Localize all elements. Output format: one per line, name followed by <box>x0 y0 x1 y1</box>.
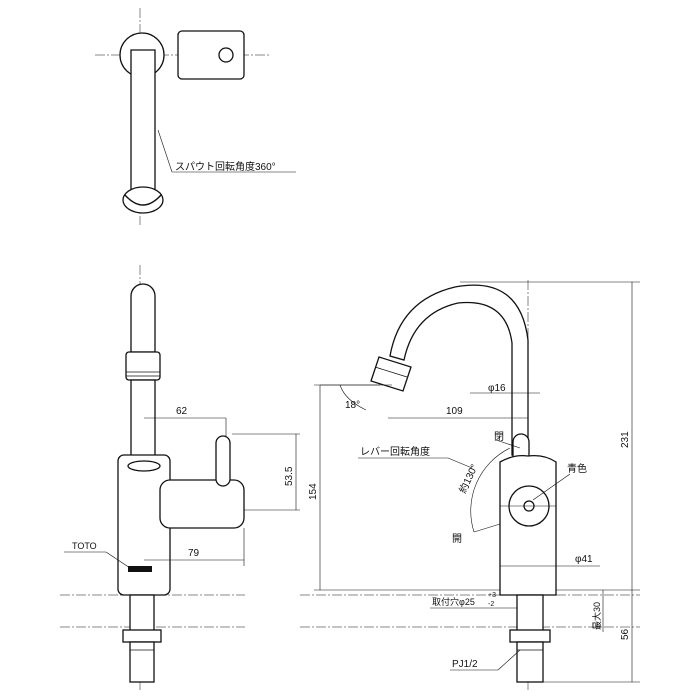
front-view: 18° φ16 109 154 231 レバー回転角度 約130° 閉 開 青色 <box>300 280 640 690</box>
top-view-lever-hole <box>218 47 234 63</box>
dim-max30-label: 最大30 <box>591 602 602 630</box>
dim-phi41-label: φ41 <box>575 554 593 565</box>
spout-rotation-leader <box>157 129 173 173</box>
top-view: スパウト回転角度360° <box>95 8 296 225</box>
front-view-aerator <box>370 356 412 392</box>
front-view-shank <box>516 594 544 634</box>
mount-hole-tol-minus: -2 <box>488 601 494 608</box>
dim-56-label: 56 <box>620 628 631 640</box>
toto-callout-label: TOTO <box>72 541 97 551</box>
lever-open-label: 開 <box>452 533 462 545</box>
dim-154-label: 154 <box>308 483 319 500</box>
blue-label-leader <box>532 473 571 501</box>
top-view-spout <box>130 49 156 203</box>
lever-rotation-note: レバー回転角度 <box>360 445 430 458</box>
side-view-spout-upper <box>130 283 156 353</box>
front-view-nut <box>509 629 551 643</box>
toto-callout-leader <box>105 551 131 569</box>
dim-62-label: 62 <box>176 406 188 417</box>
thread-callout-leader <box>497 649 521 671</box>
dim-phi16-label: φ16 <box>488 383 506 394</box>
top-view-handle-block <box>177 30 245 80</box>
side-view: 62 53.5 79 TOTO <box>60 265 300 690</box>
top-view-outlet <box>122 186 164 214</box>
side-view-handle <box>159 479 245 529</box>
dim-231-label: 231 <box>620 431 631 448</box>
side-view-lever <box>215 435 231 487</box>
mount-hole-label: 取付穴φ25 <box>432 596 475 607</box>
top-view-outlet-rim <box>124 194 162 206</box>
spout-rotation-note: スパウト回転角度360° <box>175 160 276 173</box>
side-view-thread <box>129 641 155 683</box>
dim-18-label: 18° <box>345 400 360 411</box>
front-view-gooseneck <box>389 284 529 456</box>
lever-closed-label: 閉 <box>494 431 504 443</box>
mount-hole-tol-plus: +3 <box>488 592 496 599</box>
lever-open-leader <box>473 523 501 533</box>
dim-53-5-label: 53.5 <box>284 466 295 486</box>
dim-109-label: 109 <box>446 406 463 417</box>
side-view-brand-plate <box>128 566 152 572</box>
dim-79-label: 79 <box>188 548 200 559</box>
lever-angle-label: 約130° <box>456 462 481 495</box>
lever-note-leader <box>447 457 473 469</box>
front-view-thread <box>516 641 544 683</box>
side-view-body-top <box>127 460 161 472</box>
blue-label: 青色 <box>567 462 587 475</box>
side-view-shank <box>129 594 155 634</box>
front-view-aerator-band <box>374 366 408 378</box>
dim-18-arc <box>339 384 367 411</box>
thread-callout-label: PJ1/2 <box>452 659 478 670</box>
lever-angle-arc <box>470 447 511 533</box>
lever-open-top-leader <box>495 439 521 449</box>
side-view-nut <box>122 629 162 643</box>
